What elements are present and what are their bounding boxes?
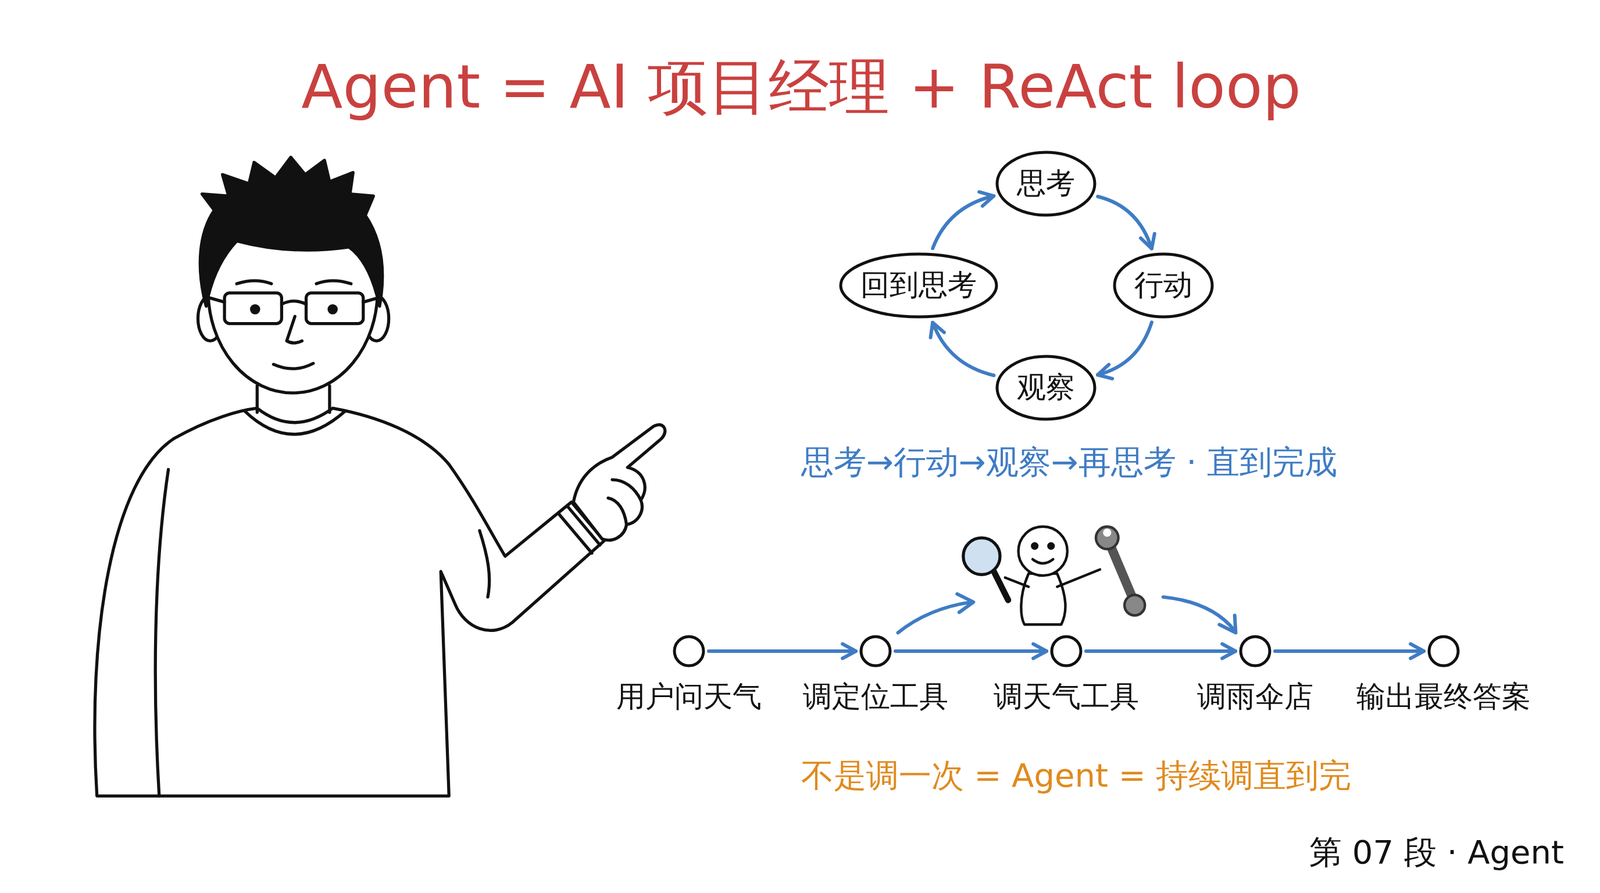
- finger-lines: [608, 479, 641, 525]
- section-tag: 第 07 段 · Agent: [1309, 833, 1564, 871]
- wrench-jaw: [1124, 594, 1145, 616]
- loop-summary: 思考→行动→观察→再思考 · 直到完成: [801, 443, 1338, 481]
- wrench-hole: [1102, 528, 1112, 537]
- arrowhead: [1222, 644, 1236, 659]
- agent-note: 不是调一次 = Agent = 持续调直到完: [801, 756, 1352, 795]
- presenter-figure: [94, 156, 666, 796]
- circle-outline: [859, 634, 892, 668]
- circle-shape: [1240, 636, 1270, 666]
- helper-arm: [1056, 569, 1100, 587]
- connector-line: [1086, 649, 1236, 653]
- connector: [1097, 196, 1155, 249]
- loop-step-ellipse: 回到思考: [838, 252, 999, 319]
- circle-shape: [674, 636, 704, 666]
- helper-arm: [1005, 577, 1029, 588]
- connector: [1097, 322, 1152, 379]
- ellipse-shape: [1114, 254, 1213, 317]
- timeline-label: 调定位工具: [802, 680, 949, 714]
- wrench-jaw: [1095, 526, 1119, 550]
- timeline-step: 调定位工具: [859, 634, 892, 668]
- glasses-lens: [306, 293, 364, 324]
- arm-fold: [479, 530, 490, 598]
- decor-arrows: [897, 594, 1236, 634]
- title: Agent = AI 项目经理 + ReAct loop: [301, 52, 1301, 123]
- timeline-step: 用户问天气: [672, 634, 706, 668]
- arrowhead: [930, 322, 945, 338]
- decor-arrowhead: [956, 594, 974, 613]
- timeline-label: 调雨伞店: [1197, 680, 1314, 714]
- step-label: 回到思考: [860, 268, 977, 303]
- connector: [930, 322, 995, 376]
- arrowhead: [979, 191, 994, 206]
- timeline-step: 调雨伞店: [1238, 634, 1272, 668]
- connector-line: [708, 649, 856, 653]
- circle-outline: [1050, 634, 1083, 668]
- connector: [708, 644, 856, 659]
- timeline-label: 输出最终答案: [1356, 680, 1531, 714]
- timeline-step: 输出最终答案: [1427, 634, 1460, 668]
- arrowhead: [842, 644, 856, 659]
- helper-eye: [1031, 543, 1038, 549]
- circle-outline: [1238, 634, 1272, 668]
- hair: [200, 156, 383, 306]
- helper-smile: [1032, 559, 1053, 564]
- circle-outline: [1427, 634, 1460, 668]
- connector: [1275, 644, 1424, 659]
- glasses-lens: [224, 293, 282, 324]
- timeline-label: 用户问天气: [616, 680, 762, 714]
- sweater: [94, 408, 605, 796]
- circle-shape: [1051, 636, 1081, 666]
- wrench-shaft: [1110, 544, 1134, 598]
- glasses-bridge: [210, 298, 378, 305]
- timeline-label: 调天气工具: [993, 680, 1139, 714]
- circle-shape: [861, 636, 891, 666]
- connector: [932, 191, 994, 249]
- loop-step-ellipse: 观察: [995, 354, 1097, 421]
- arrowhead: [1410, 644, 1424, 659]
- connector-line: [895, 649, 1047, 653]
- eye: [329, 305, 337, 313]
- step-label: 行动: [1134, 268, 1193, 303]
- helper-figure: [963, 526, 1145, 625]
- connector: [895, 644, 1047, 659]
- arrowhead: [1097, 364, 1113, 379]
- decor-arrowhead: [1219, 615, 1236, 633]
- connector-line: [1275, 649, 1424, 653]
- arrowhead: [1140, 233, 1155, 249]
- step-label: 观察: [1016, 370, 1075, 405]
- magnifier-handle: [993, 571, 1009, 600]
- step-label: 思考: [1016, 166, 1075, 201]
- decor-arrow: [897, 602, 971, 634]
- ellipse-shape: [997, 152, 1095, 216]
- mouth: [273, 363, 313, 369]
- loop-step-ellipse: 思考: [995, 150, 1097, 217]
- ellipse-shape: [997, 356, 1095, 420]
- nose: [286, 316, 302, 344]
- ellipse-shape: [840, 254, 997, 317]
- eyebrow: [236, 280, 352, 284]
- timeline-step: 调天气工具: [1050, 634, 1083, 668]
- helper-eye: [1048, 543, 1054, 549]
- arm-seam: [155, 469, 169, 796]
- magnifier-glass: [963, 537, 1000, 575]
- helper-head: [1018, 526, 1068, 576]
- arrowhead: [1033, 644, 1047, 659]
- hand: [573, 425, 665, 541]
- helper-body: [1020, 573, 1066, 625]
- collar: [244, 411, 345, 434]
- connector: [1086, 644, 1236, 659]
- circle-shape: [1429, 636, 1459, 666]
- circle-outline: [672, 634, 706, 668]
- eye: [251, 305, 259, 313]
- loop-step-ellipse: 行动: [1112, 252, 1214, 319]
